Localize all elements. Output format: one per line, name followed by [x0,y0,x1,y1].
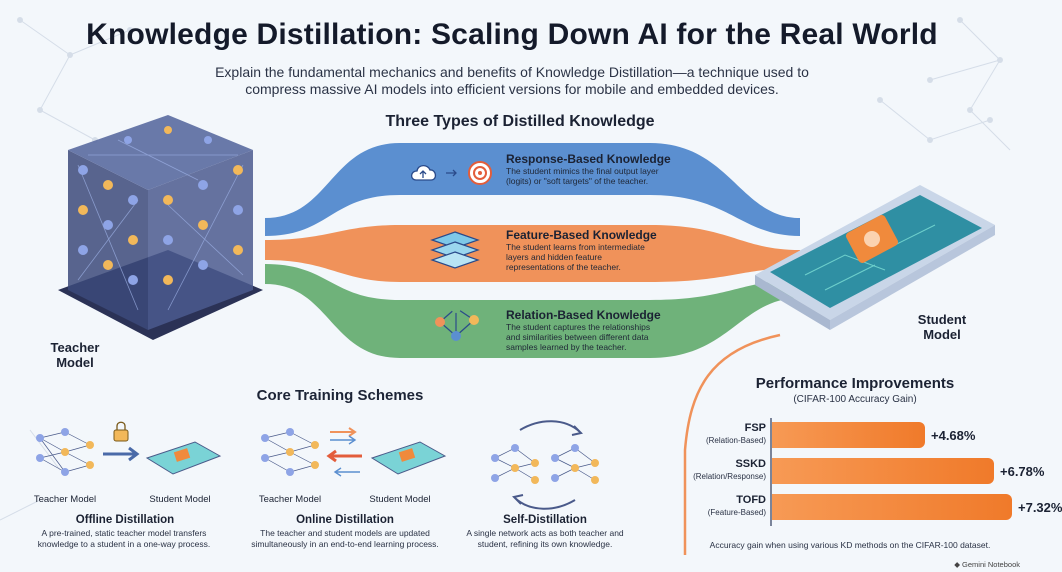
feature-title: Feature-Based Knowledge [506,228,657,242]
bar-value-sskd: +6.78% [1000,464,1045,479]
offline-distillation-diagram [36,421,222,476]
response-knowledge-card: Response-Based Knowledge The student mim… [506,152,706,186]
student-model-phone [755,185,995,330]
feature-desc-2: layers and hidden feature [506,252,602,262]
bar-tofd [772,494,1012,520]
phone-to-chart-connector [683,333,781,555]
response-band [265,143,800,236]
online-distillation-diagram [261,427,447,477]
online-title: Online Distillation [296,514,394,526]
online-student-label: Student Model [369,494,431,505]
teacher-model-cube [58,115,263,340]
teacher-node-grid [78,126,243,285]
bar-sskd [772,458,994,484]
online-desc: The teacher and student models are updat… [251,528,439,549]
feature-desc-3: representations of the teacher. [506,262,621,272]
knowledge-types-heading: Three Types of Distilled Knowledge [385,113,655,130]
response-title: Response-Based Knowledge [506,152,671,166]
bar-category-sskd: SSKD [735,458,766,470]
performance-title: Performance Improvements [755,375,955,392]
page-subtitle: Explain the fundamental mechanics and be… [215,64,809,97]
lock-icon [113,429,129,442]
bar-category-type-tofd: (Feature-Based) [707,508,766,517]
relation-band [265,264,800,358]
relation-desc-2: and similarities between different data [506,332,649,342]
feature-band [265,225,800,282]
self-distillation-title: Self-Distillation [503,514,587,526]
offline-title: Offline Distillation [75,514,175,526]
performance-subtitle: (CIFAR-100 Accuracy Gain) [793,394,917,405]
bar-category-tofd: TOFD [736,494,766,506]
bar-value-tofd: +7.32% [1018,500,1062,515]
bar-chart-axis [770,418,772,526]
relation-knowledge-card: Relation-Based Knowledge The student cap… [506,308,706,352]
layers-icon [430,231,480,269]
response-desc-1: The student mimics the final output laye… [506,166,659,176]
self-distillation-diagram [491,420,599,510]
relation-graph-icon [435,303,479,341]
bar-category-type-sskd: (Relation/Response) [693,472,766,481]
offline-desc: A pre-trained, static teacher model tran… [37,528,211,549]
page-title: Knowledge Distillation: Scaling Down AI … [86,18,938,51]
bar-value-fsp: +4.68% [931,428,976,443]
feature-desc-1: The student learns from intermediate [506,242,645,252]
knowledge-flow-bands [265,143,800,358]
relation-desc-1: The student captures the relationships [506,322,651,332]
brand-mark: ◆ Gemini Notebook [954,560,1020,569]
bar-category-fsp: FSP [744,422,766,434]
feature-knowledge-card: Feature-Based Knowledge The student lear… [506,228,706,272]
bar-fsp [772,422,925,448]
offline-student-label: Student Model [149,494,211,505]
bar-category-type-fsp: (Relation-Based) [705,436,766,445]
self-distillation-desc: A single network acts as both teacher an… [466,528,624,549]
relation-desc-3: samples learned by the teacher. [506,342,627,352]
brand-icon: ◆ [954,560,963,569]
performance-caption: Accuracy gain when using various KD meth… [709,540,991,550]
performance-bar-chart: FSP (Relation-Based) +4.68% SSKD (Relation/R… [680,418,1062,528]
cloud-target-icon [410,161,492,185]
relation-title: Relation-Based Knowledge [506,308,661,322]
online-teacher-label: Teacher Model [258,494,322,505]
offline-teacher-label: Teacher Model [33,494,97,505]
response-desc-2: (logits) or "soft targets" of the teache… [506,176,649,186]
training-heading: Core Training Schemes [256,387,424,404]
